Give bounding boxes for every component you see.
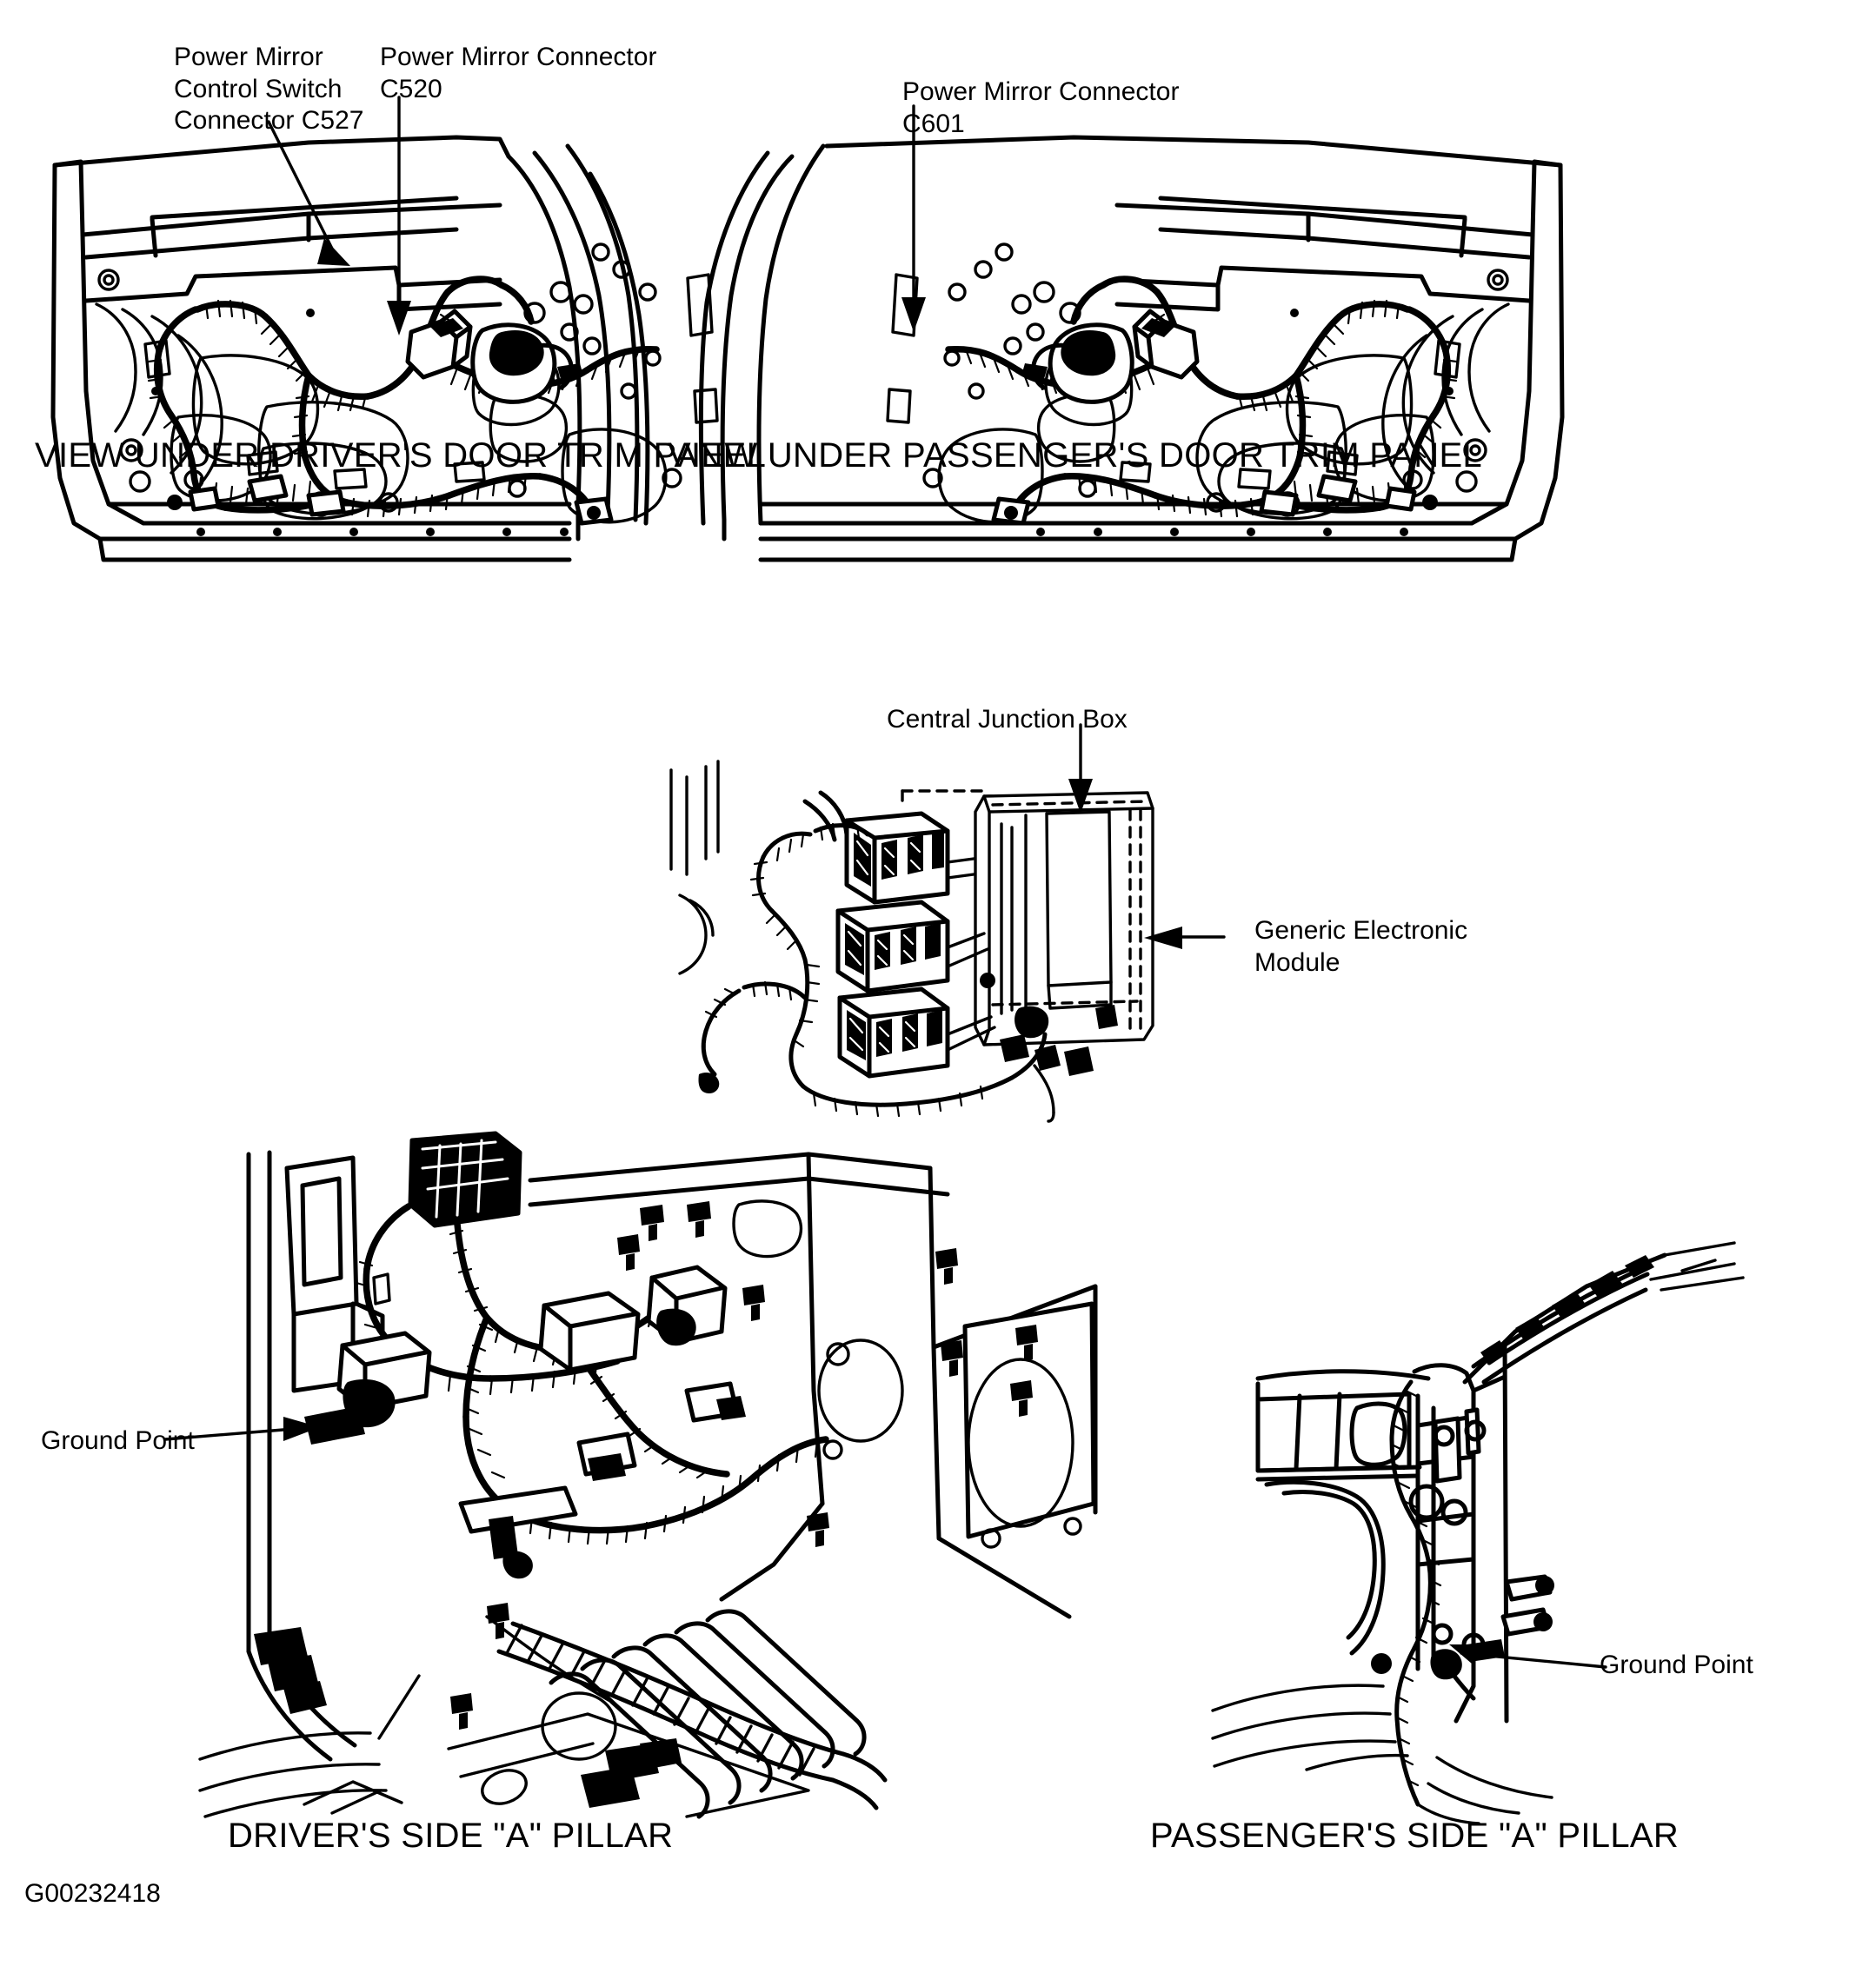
driver-a-pillar-figure xyxy=(163,1130,1098,1819)
leader-ground-passenger-arrowhead xyxy=(1449,1644,1474,1664)
central-junction-box-figure xyxy=(661,723,1226,1123)
label-c527: Power Mirror Control Switch Connector C5… xyxy=(174,43,364,136)
leader-gem-arrowhead xyxy=(1144,927,1182,949)
label-central-junction-box: Central Junction Box xyxy=(887,705,1128,734)
caption-driver-pillar: DRIVER'S SIDE "A" PILLAR xyxy=(228,1817,674,1855)
leader-c527-arrowhead xyxy=(317,238,350,266)
label-c520: Power Mirror Connector C520 xyxy=(380,43,657,103)
caption-passenger-pillar: PASSENGER'S SIDE "A" PILLAR xyxy=(1150,1817,1680,1855)
label-ground-point-passenger: Ground Point xyxy=(1600,1651,1753,1679)
leader-c527 xyxy=(267,120,336,256)
driver-door-figure xyxy=(48,96,865,617)
passenger-door-figure xyxy=(698,104,1569,617)
label-generic-electronic-module: Generic Electronic Module xyxy=(1254,916,1468,977)
leader-ground-driver-arrowhead xyxy=(283,1417,320,1441)
leader-ground-passenger xyxy=(1460,1651,1607,1669)
cjb-artwork xyxy=(669,723,1226,1123)
passenger-a-pillar-figure xyxy=(1211,1241,1769,1825)
leader-cjb-arrowhead xyxy=(1068,779,1093,814)
caption-passenger-door: VIEW UNDER PASSENGER'S DOOR TRIM PANEL xyxy=(668,436,1482,475)
passenger-a-pillar-artwork xyxy=(1211,1241,1745,1825)
caption-driver-door: VIEW UNDER DRIVER'S DOOR TRIM PANEL xyxy=(35,436,767,475)
label-ground-point-driver: Ground Point xyxy=(41,1426,195,1455)
label-c601: Power Mirror Connector C601 xyxy=(902,77,1180,138)
passenger-door-artwork xyxy=(698,104,1565,562)
driver-door-artwork xyxy=(50,96,719,562)
leader-c601-arrowhead xyxy=(901,297,926,332)
driver-a-pillar-artwork xyxy=(163,1131,1098,1819)
image-code: G00232418 xyxy=(24,1879,161,1908)
leader-ground-driver xyxy=(163,1427,296,1441)
leader-c520-arrowhead xyxy=(387,301,411,335)
